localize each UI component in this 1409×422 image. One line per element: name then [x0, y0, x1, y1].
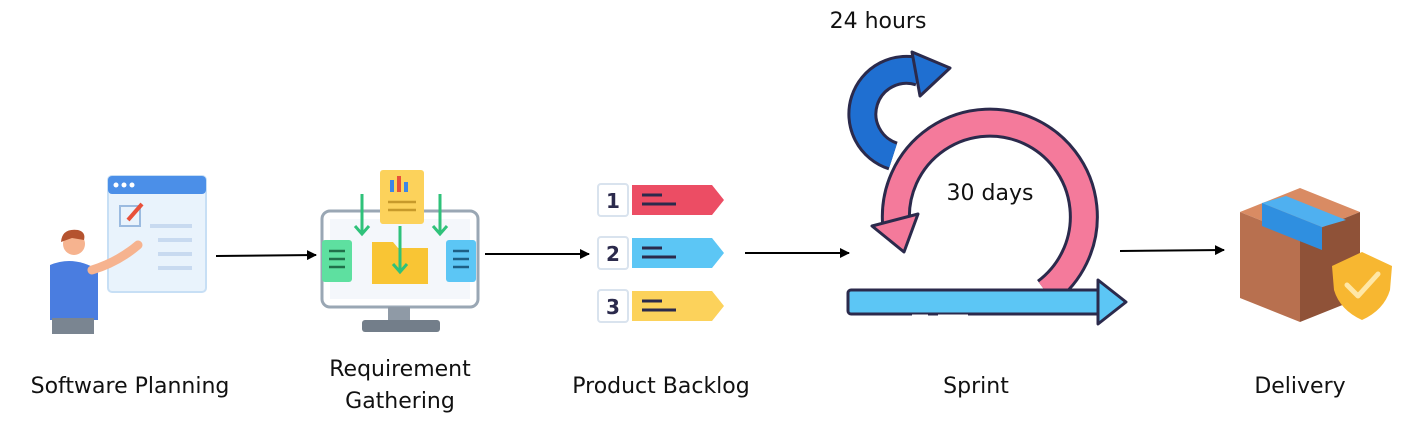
backlog-item-number: 1 [606, 189, 620, 213]
connector-arrow [1119, 245, 1225, 256]
backlog-item-1: 1 [597, 183, 724, 217]
stage-label-sprint: Sprint [943, 374, 1009, 399]
stage-label-delivery: Delivery [1254, 374, 1346, 399]
stage-label-software-planning: Software Planning [30, 374, 230, 399]
sprint-cycle-label: 30 days [946, 181, 1034, 206]
connector-arrow [215, 250, 317, 261]
sprint-progress-arrow [846, 278, 1128, 326]
stage-label-product-backlog: Product Backlog [572, 374, 750, 399]
daily-cycle-arrow [847, 50, 952, 171]
backlog-item-number: 2 [606, 242, 620, 266]
backlog-item-2: 2 [597, 236, 724, 270]
sprint-cycle-icon [846, 50, 1128, 326]
software-planning-icon [50, 175, 207, 334]
sprint-cycle-arrow [870, 107, 1099, 305]
backlog-item-3: 3 [597, 289, 724, 323]
stage-label-requirement-gathering: Requirement Gathering [329, 357, 471, 414]
shield-check-icon [1332, 252, 1392, 320]
delivery-box-icon [1240, 188, 1392, 322]
backlog-item-number: 3 [606, 295, 620, 319]
daily-cycle-label: 24 hours [829, 9, 927, 34]
requirement-gathering-icon [320, 170, 480, 332]
product-backlog-icon: 1 2 3 [597, 183, 724, 323]
